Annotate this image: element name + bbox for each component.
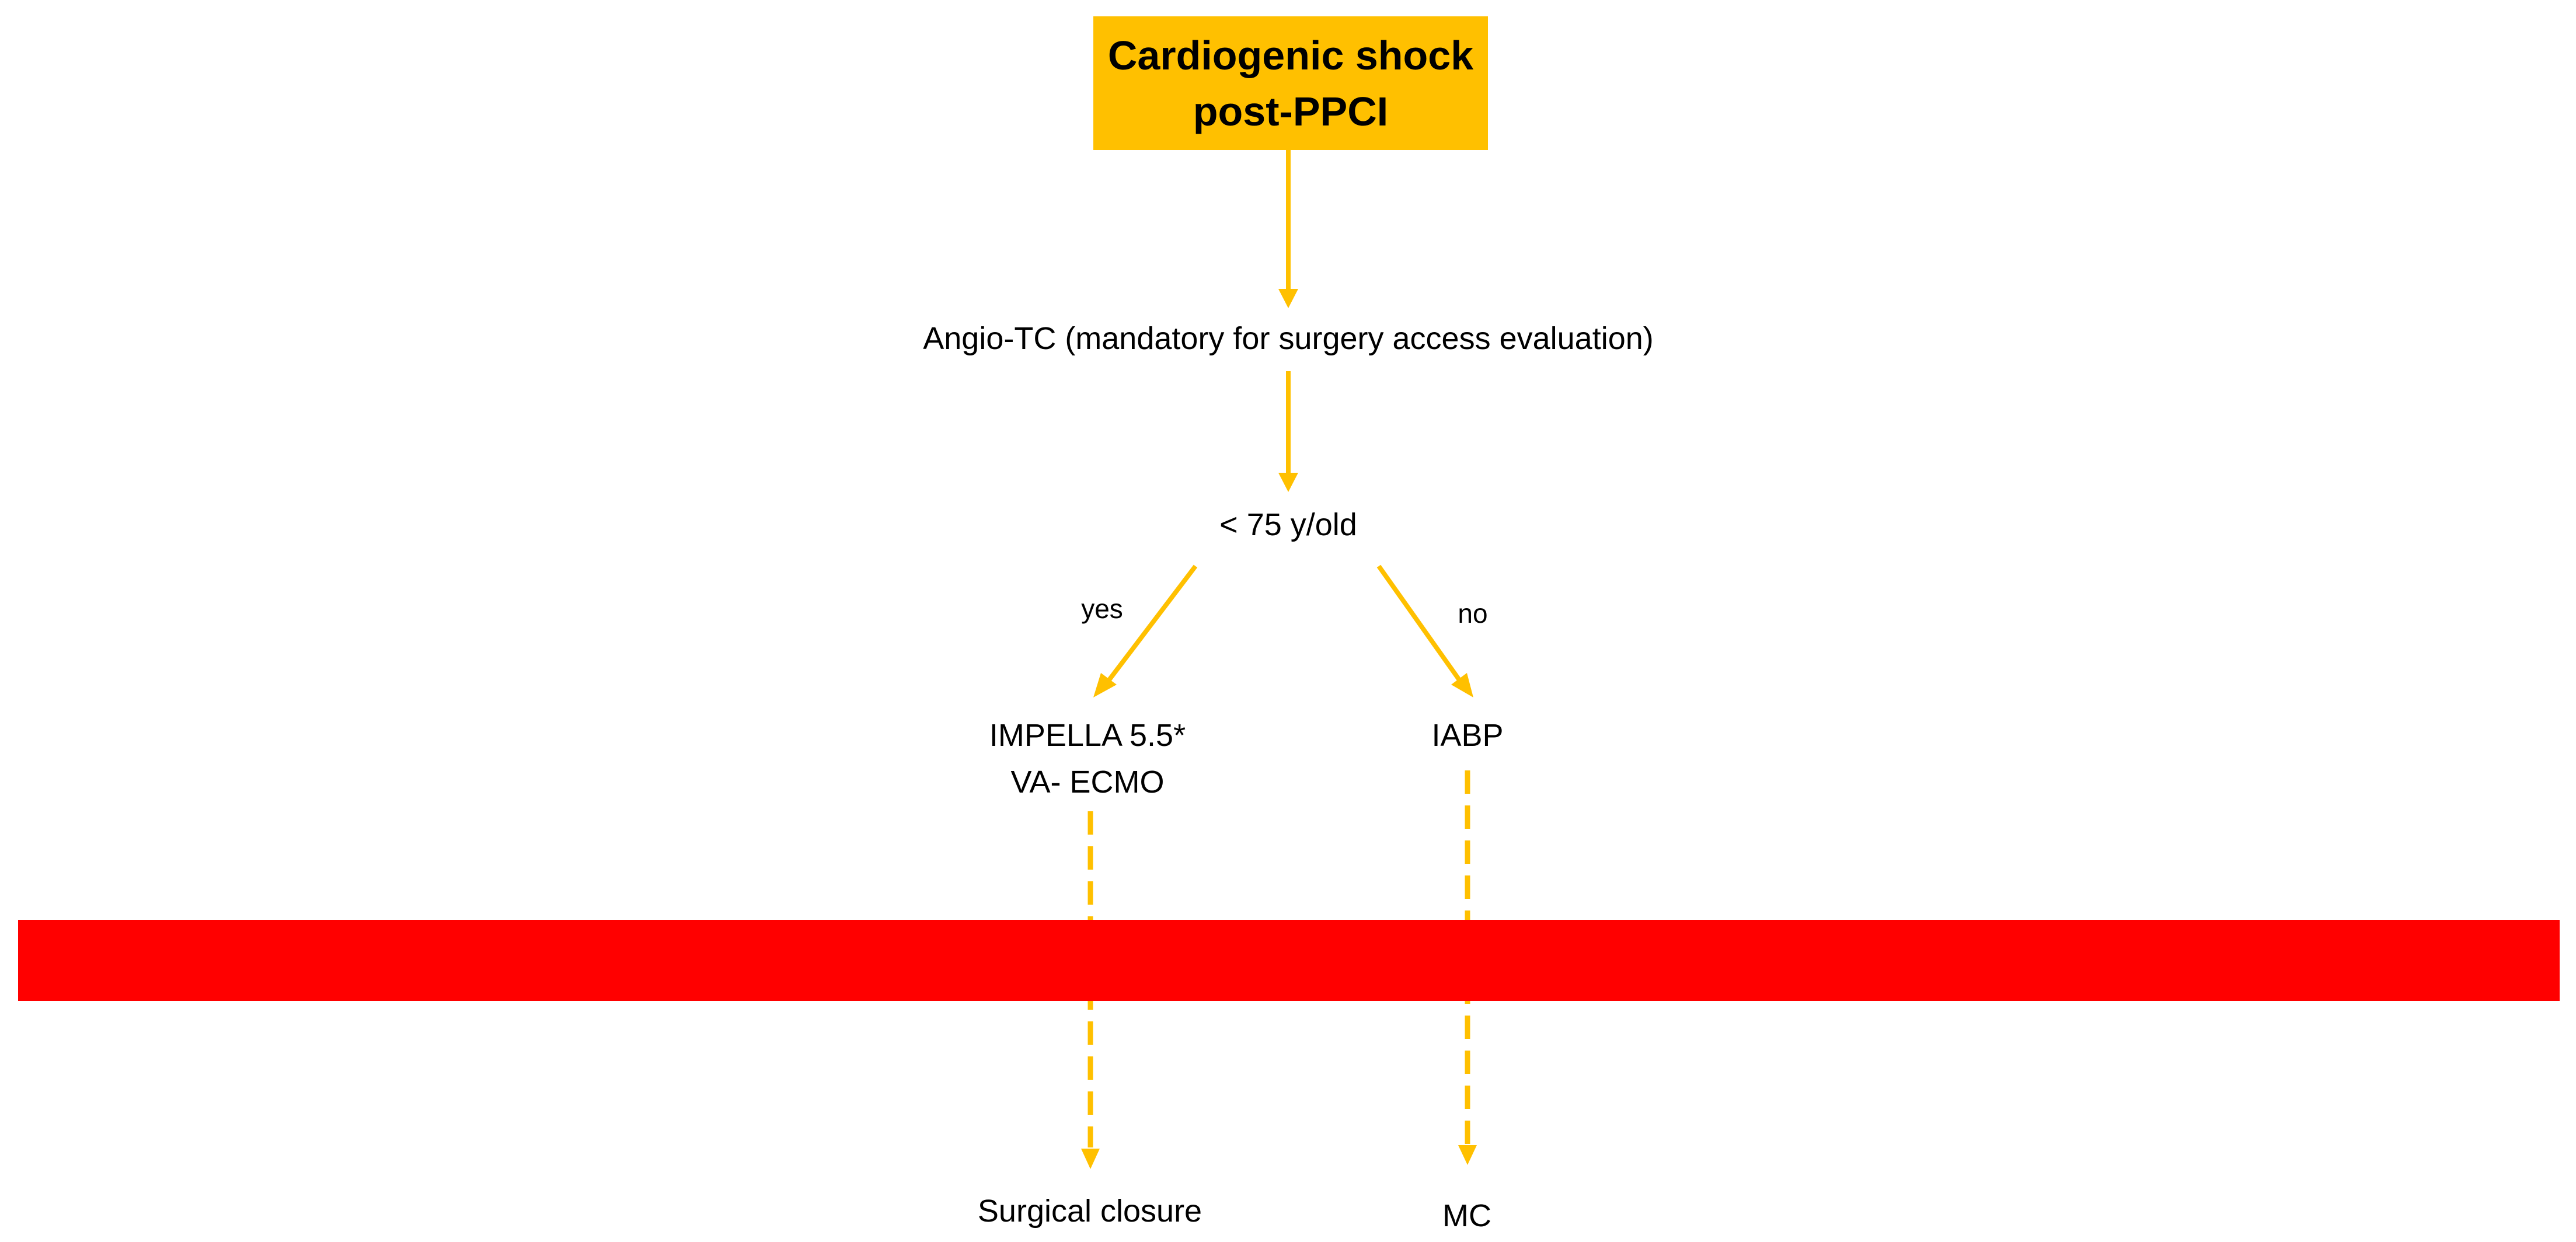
arrow-decision-to-no [1376,564,1462,682]
yes-outcome-line1: IMPELLA 5.5* [989,718,1186,753]
arrowhead-start-to-angio [1278,289,1298,308]
arrowhead-yes-to-final [1081,1149,1100,1169]
arrow-decision-to-yes [1107,564,1198,682]
start-node-line2: post-PPCI [1193,88,1389,134]
arrowhead-decision-to-yes [1093,673,1117,697]
yes-outcome-line2: VA- ECMO [1010,765,1165,800]
final-yes-label: Surgical closure [977,1194,1202,1229]
arrowhead-decision-to-no [1451,673,1473,697]
start-node-line1: Cardiogenic shock [1107,32,1474,78]
branch-no-label: no [1458,598,1488,629]
no-outcome-label: IABP [1431,718,1504,753]
branch-yes-label: yes [1081,594,1123,624]
final-no-label: MC [1442,1198,1491,1233]
yes-outcome-label: IMPELLA 5.5* VA- ECMO [989,712,1186,805]
arrowhead-no-to-final [1458,1145,1477,1165]
red-band [18,920,2560,1001]
start-node-box: Cardiogenic shock post-PPCI [1093,16,1488,150]
start-node-label: Cardiogenic shock post-PPCI [1108,27,1473,139]
age-decision-label: < 75 y/old [1219,507,1357,542]
angio-step-label: Angio-TC (mandatory for surgery access e… [923,321,1654,356]
arrowhead-angio-to-decision [1278,473,1298,492]
